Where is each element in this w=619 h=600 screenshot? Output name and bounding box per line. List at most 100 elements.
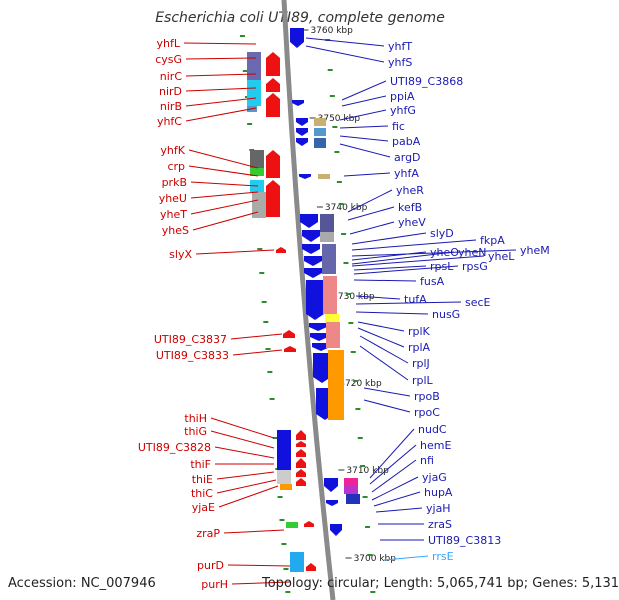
gene-label[interactable]: fic [392, 120, 405, 133]
gene-label[interactable]: yheO [430, 246, 459, 259]
gene-label[interactable]: nfi [420, 454, 434, 467]
gene-label[interactable]: rplJ [412, 357, 430, 370]
gene-arrow-forward[interactable] [330, 524, 342, 536]
gene-label[interactable]: nudC [418, 423, 447, 436]
gene-label[interactable]: rpsL [430, 260, 454, 273]
gene-arrow-reverse[interactable] [266, 150, 280, 178]
gene-arrow-reverse[interactable] [276, 247, 286, 253]
gene-arrow-reverse[interactable] [284, 346, 296, 352]
gene-label[interactable]: rplL [412, 374, 434, 387]
gene-label[interactable]: kefB [398, 201, 422, 214]
gene-arrow-forward[interactable] [302, 244, 320, 254]
gene-label[interactable]: rplK [408, 325, 431, 338]
gene-label[interactable]: UTI89_C3813 [428, 534, 501, 547]
gene-label[interactable]: purH [201, 578, 228, 591]
gene-label[interactable]: rpoC [414, 406, 440, 419]
gene-arrow-forward[interactable] [296, 128, 308, 136]
gene-label[interactable]: yheR [396, 184, 424, 197]
gene-label[interactable]: yhfG [390, 104, 416, 117]
gene-label[interactable]: UTI89_C3837 [154, 333, 227, 346]
gene-label[interactable]: cysG [155, 53, 182, 66]
gene-label[interactable]: yhfK [160, 144, 185, 157]
gene-label[interactable]: UTI89_C3868 [390, 75, 463, 88]
gene-arrow-reverse[interactable] [296, 478, 306, 486]
gene-label[interactable]: rplA [408, 341, 431, 354]
gene-label[interactable]: thiH [184, 412, 207, 425]
gene-arrow-reverse[interactable] [266, 68, 280, 76]
gene-label[interactable]: thiE [192, 473, 213, 486]
gene-label[interactable]: yheU [159, 192, 187, 205]
gene-label[interactable]: hemE [420, 439, 451, 452]
gene-label[interactable]: yjaH [426, 502, 451, 515]
gene-label[interactable]: thiG [184, 425, 207, 438]
gene-label[interactable]: pabA [392, 135, 421, 148]
gene-label[interactable]: slyX [169, 248, 192, 261]
gene-label[interactable]: prkB [162, 176, 187, 189]
gene-label[interactable]: argD [394, 151, 421, 164]
gene-arrow-forward[interactable] [313, 353, 331, 383]
gene-label[interactable]: secE [465, 296, 491, 309]
gene-label[interactable]: yhfC [157, 115, 182, 128]
gene-label[interactable]: yhfT [388, 40, 412, 53]
gene-arrow-forward[interactable] [290, 28, 304, 48]
gene-arrow-forward[interactable] [300, 214, 318, 228]
gene-label[interactable]: hupA [424, 486, 453, 499]
gene-label[interactable]: nusG [432, 308, 460, 321]
gene-arrow-forward[interactable] [296, 118, 308, 126]
gene-arrow-reverse[interactable] [296, 449, 306, 457]
gene-arrow-forward[interactable] [326, 500, 338, 506]
gene-arrow-reverse[interactable] [266, 93, 280, 117]
gene-label[interactable]: thiF [190, 458, 211, 471]
gene-arrow-reverse[interactable] [306, 563, 316, 571]
gene-label[interactable]: yheV [398, 216, 426, 229]
gene-label[interactable]: yhfS [388, 56, 412, 69]
gene-label[interactable]: rpsG [462, 260, 488, 273]
gene-arrow-forward[interactable] [296, 138, 308, 146]
gene-label[interactable]: zraP [196, 527, 220, 540]
gene-label[interactable]: yheM [520, 244, 550, 257]
gene-label[interactable]: UTI89_C3828 [138, 441, 211, 454]
gene-arrow-reverse[interactable] [266, 180, 280, 217]
gene-label[interactable]: UTI89_C3833 [156, 349, 229, 362]
gene-label[interactable]: ppiA [390, 90, 415, 103]
gene-label[interactable]: tufA [404, 293, 427, 306]
gene-label[interactable]: rrsE [432, 550, 454, 563]
gene-label[interactable]: crp [167, 160, 185, 173]
gene-label[interactable]: yjaE [192, 501, 215, 514]
gene-arrow-forward[interactable] [310, 333, 328, 341]
gene-label[interactable]: fkpA [480, 234, 505, 247]
gene-label[interactable]: nirB [160, 100, 182, 113]
gene-arrow-reverse[interactable] [296, 441, 306, 447]
gene-label[interactable]: purD [197, 559, 224, 572]
gene-arrow-reverse[interactable] [304, 521, 314, 527]
gene-arrow-forward[interactable] [312, 343, 330, 351]
gene-arrow-reverse[interactable] [266, 78, 280, 92]
gene-label[interactable]: zraS [428, 518, 452, 531]
gene-label[interactable]: rpoB [414, 390, 440, 403]
gene-arrow-reverse[interactable] [296, 469, 306, 477]
gene-label[interactable]: yhfA [394, 167, 419, 180]
gene-arrow-reverse[interactable] [296, 430, 306, 440]
gene-arrow-reverse[interactable] [283, 330, 295, 338]
gene-label[interactable]: thiC [191, 487, 213, 500]
gene-arrow-reverse[interactable] [266, 52, 280, 74]
gene-label[interactable]: yhfL [157, 37, 181, 50]
gene-arrow-forward[interactable] [309, 323, 327, 331]
gene-label[interactable]: yheT [160, 208, 187, 221]
gene-arrow-forward[interactable] [324, 478, 338, 492]
gene-label[interactable]: yheN [458, 246, 486, 259]
gene-arrow-forward[interactable] [304, 268, 322, 278]
gene-arrow-reverse[interactable] [296, 458, 306, 468]
gene-arrow-forward[interactable] [302, 230, 320, 242]
gene-label[interactable]: nirC [160, 70, 183, 83]
gene-label[interactable]: yheL [488, 250, 515, 263]
gene-label[interactable]: yheS [162, 224, 189, 237]
gene-label[interactable]: fusA [420, 275, 445, 288]
gene-label[interactable]: nirD [159, 85, 182, 98]
gene-label[interactable]: slyD [430, 227, 454, 240]
gene-label[interactable]: yjaG [422, 471, 447, 484]
gene-arrow-forward[interactable] [304, 256, 322, 266]
gene-arrow-forward[interactable] [299, 174, 311, 179]
gene-arrow-forward[interactable] [292, 100, 304, 106]
